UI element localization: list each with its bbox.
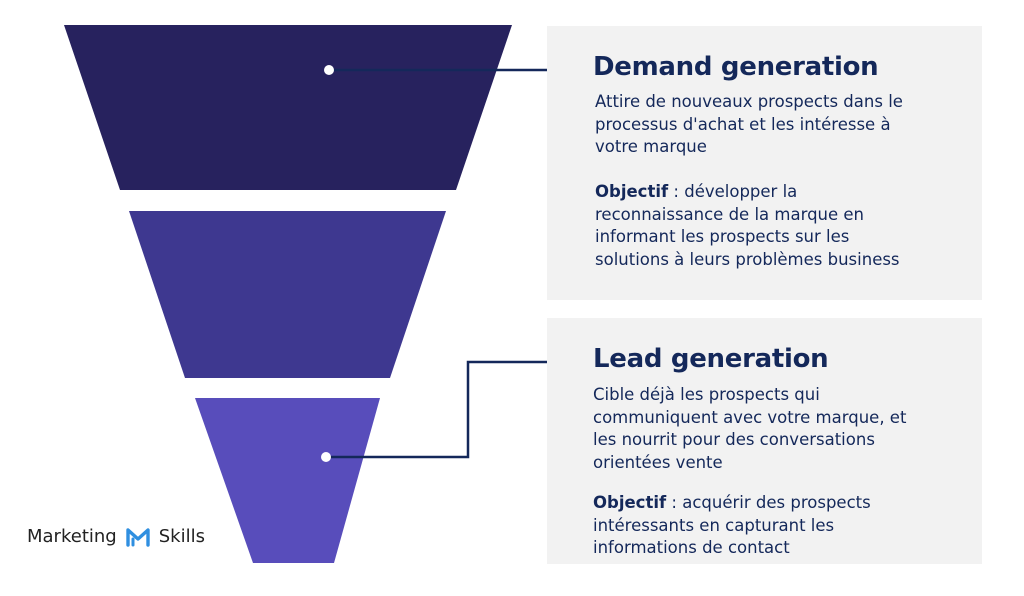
- lead-connector-line: [326, 360, 571, 459]
- brand-word-skills: Skills: [158, 526, 205, 547]
- objective-line: informations de contact: [593, 538, 790, 558]
- description-line: processus d'achat et les intéresse à: [595, 114, 891, 134]
- objective-line: solutions à leurs problèmes business: [595, 249, 900, 269]
- funnel-middle-segment: [129, 211, 446, 378]
- description-line: Attire de nouveaux prospects dans le: [595, 92, 903, 111]
- description-line: votre marque: [595, 137, 707, 157]
- objective-line: : développer la: [668, 182, 798, 201]
- objective-label: Objectif: [595, 182, 669, 201]
- description-line: Cible déjà les prospects qui: [593, 385, 820, 404]
- demand-generation-description: Attire de nouveaux prospects dans le pro…: [595, 91, 903, 159]
- lead-generation-card: Lead generation Cible déjà les prospects…: [547, 318, 982, 564]
- lead-connector-start-dot: [321, 452, 331, 462]
- funnel-top-segment: [64, 25, 512, 190]
- objective-line: reconnaissance de la marque en: [595, 204, 865, 224]
- objective-label: Objectif: [593, 493, 667, 512]
- demand-generation-title: Demand generation: [593, 52, 879, 82]
- demand-generation-objective: Objectif : développer la reconnaissance …: [595, 181, 900, 271]
- lead-generation-objective: Objectif : acquérir des prospects intére…: [593, 492, 871, 560]
- brand-logo-lockup: Marketing Skills: [27, 526, 205, 547]
- description-line: orientées vente: [593, 452, 723, 472]
- demand-generation-card: Demand generation Attire de nouveaux pro…: [547, 26, 982, 300]
- brand-word-marketing: Marketing: [27, 526, 117, 547]
- lead-generation-description: Cible déjà les prospects qui communiquen…: [593, 384, 906, 474]
- description-line: communiquent avec votre marque, et: [593, 407, 907, 427]
- funnel-bottom-segment: [195, 398, 380, 563]
- description-line: les nourrit pour des conversations: [593, 430, 875, 450]
- objective-line: informant les prospects sur les: [595, 227, 850, 247]
- m-logo-icon: [126, 527, 150, 547]
- lead-generation-title: Lead generation: [593, 344, 829, 374]
- objective-line: intéressants en capturant les: [593, 515, 835, 535]
- objective-line: : acquérir des prospects: [666, 493, 871, 512]
- demand-connector-start-dot: [324, 65, 334, 75]
